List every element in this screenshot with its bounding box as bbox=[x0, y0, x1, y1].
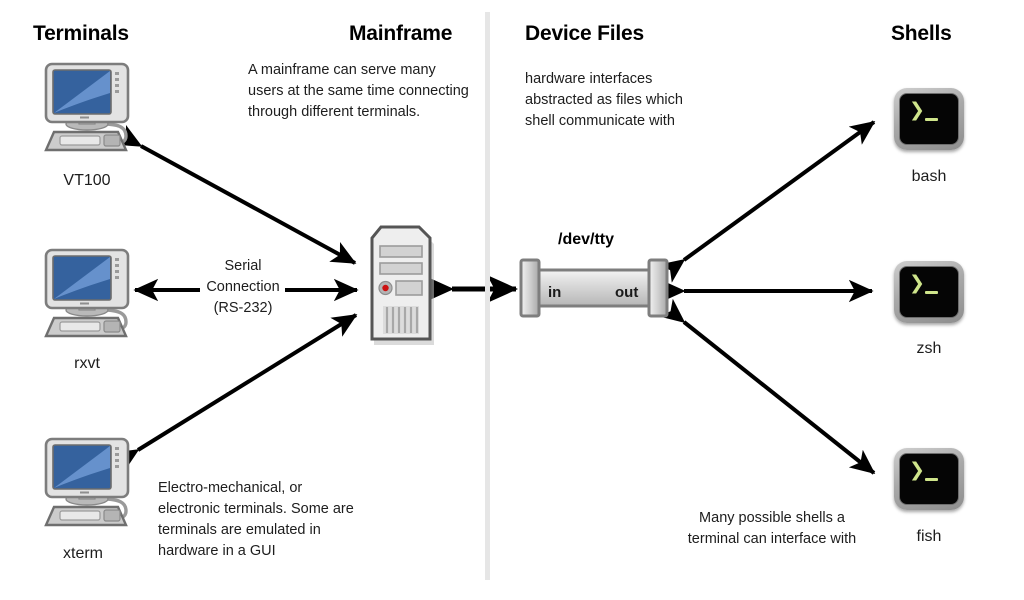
serial-line-2: Connection bbox=[206, 279, 280, 295]
server-icon bbox=[370, 225, 434, 345]
terminal-label-vt100: VT100 bbox=[63, 172, 111, 189]
serial-line-1: Serial bbox=[224, 258, 262, 274]
mainframe-server[interactable] bbox=[365, 224, 437, 353]
shell-bash[interactable]: ❯ bbox=[894, 88, 964, 150]
prompt-chevron-icon: ❯ bbox=[909, 99, 925, 121]
pipe-icon bbox=[519, 258, 669, 318]
terminal-icon: ❯ bbox=[899, 266, 959, 318]
terminal-label-rxvt: rxvt bbox=[74, 355, 100, 372]
shell-fish[interactable]: ❯ bbox=[894, 448, 964, 510]
cursor-icon bbox=[925, 478, 938, 481]
device-file-pipe[interactable]: in out bbox=[518, 258, 670, 327]
column-divider bbox=[485, 12, 490, 580]
prompt-chevron-icon: ❯ bbox=[909, 272, 925, 294]
computer-icon bbox=[44, 248, 130, 338]
terminal-vt100[interactable] bbox=[40, 62, 134, 159]
serial-connection-label: Serial Connection (RS-232) bbox=[180, 256, 306, 319]
arrow-xterm-mainframe bbox=[112, 313, 358, 472]
arrow-devtty-fish bbox=[658, 298, 876, 475]
note-terminals: Electro-mechanical, or electronic termin… bbox=[158, 480, 354, 559]
terminal-xterm[interactable] bbox=[40, 437, 134, 534]
computer-icon bbox=[44, 437, 130, 527]
shell-zsh[interactable]: ❯ bbox=[894, 261, 964, 323]
cursor-icon bbox=[925, 118, 938, 121]
shell-label-fish: fish bbox=[916, 528, 942, 545]
note-device-files: hardware interfaces abstracted as files … bbox=[525, 71, 683, 129]
note-mainframe: A mainframe can serve many users at the … bbox=[248, 62, 469, 120]
arrow-vt100-mainframe bbox=[115, 125, 357, 265]
terminal-icon: ❯ bbox=[899, 93, 959, 145]
pipe-in-label: in bbox=[548, 284, 562, 301]
device-file-label: /dev/tty bbox=[558, 231, 615, 248]
computer-icon bbox=[44, 62, 130, 152]
heading-device-files: Device Files bbox=[525, 22, 645, 45]
shell-label-bash: bash bbox=[911, 168, 947, 185]
prompt-chevron-icon: ❯ bbox=[909, 459, 925, 481]
heading-shells: Shells bbox=[891, 22, 952, 45]
cursor-icon bbox=[925, 291, 938, 294]
pipe-out-label: out bbox=[615, 284, 639, 301]
heading-mainframe: Mainframe bbox=[349, 22, 453, 45]
arrow-devtty-bash bbox=[658, 120, 876, 283]
heading-terminals: Terminals bbox=[33, 22, 129, 45]
note-shells: Many possible shells a terminal can inte… bbox=[687, 510, 857, 547]
terminal-label-xterm: xterm bbox=[63, 545, 103, 562]
shell-label-zsh: zsh bbox=[916, 340, 942, 357]
terminal-rxvt[interactable] bbox=[40, 248, 134, 345]
terminal-icon: ❯ bbox=[899, 453, 959, 505]
serial-line-3: (RS-232) bbox=[213, 300, 273, 316]
